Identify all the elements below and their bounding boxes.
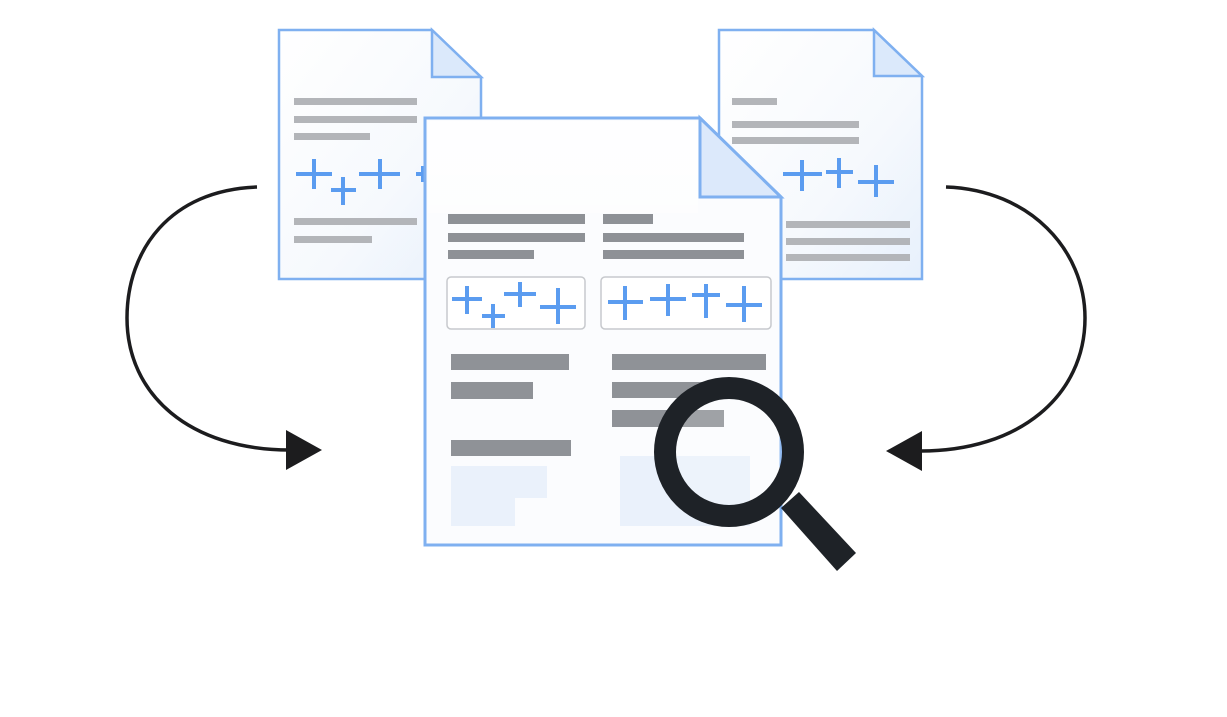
formula-box-left-plus-marks <box>452 282 576 328</box>
center-document <box>423 114 785 547</box>
formula-box-right-plus-marks <box>608 284 762 322</box>
right-document-fold <box>872 27 926 78</box>
magnifier-lens <box>654 377 804 527</box>
right-arrowhead <box>886 431 922 471</box>
center-document-fold <box>698 114 785 199</box>
left-arrowhead <box>286 430 322 470</box>
right-document-text-lines <box>732 98 910 261</box>
formula-box-right <box>600 276 772 330</box>
magnifier-handle <box>781 492 856 571</box>
right-arrow-curve <box>917 185 1087 453</box>
left-document-text-lines <box>294 98 417 243</box>
center-document-page <box>423 116 783 547</box>
right-curved-arrow <box>886 185 1087 471</box>
center-document-header-fade <box>428 121 698 213</box>
left-arrow-curve <box>125 185 291 452</box>
left-document-fold <box>430 27 485 79</box>
left-curved-arrow <box>125 185 322 470</box>
center-document-text-lines <box>448 214 744 259</box>
magnifying-glass-icon <box>654 377 856 571</box>
formula-box-left <box>446 276 586 330</box>
right-document-plus-marks <box>783 158 894 197</box>
